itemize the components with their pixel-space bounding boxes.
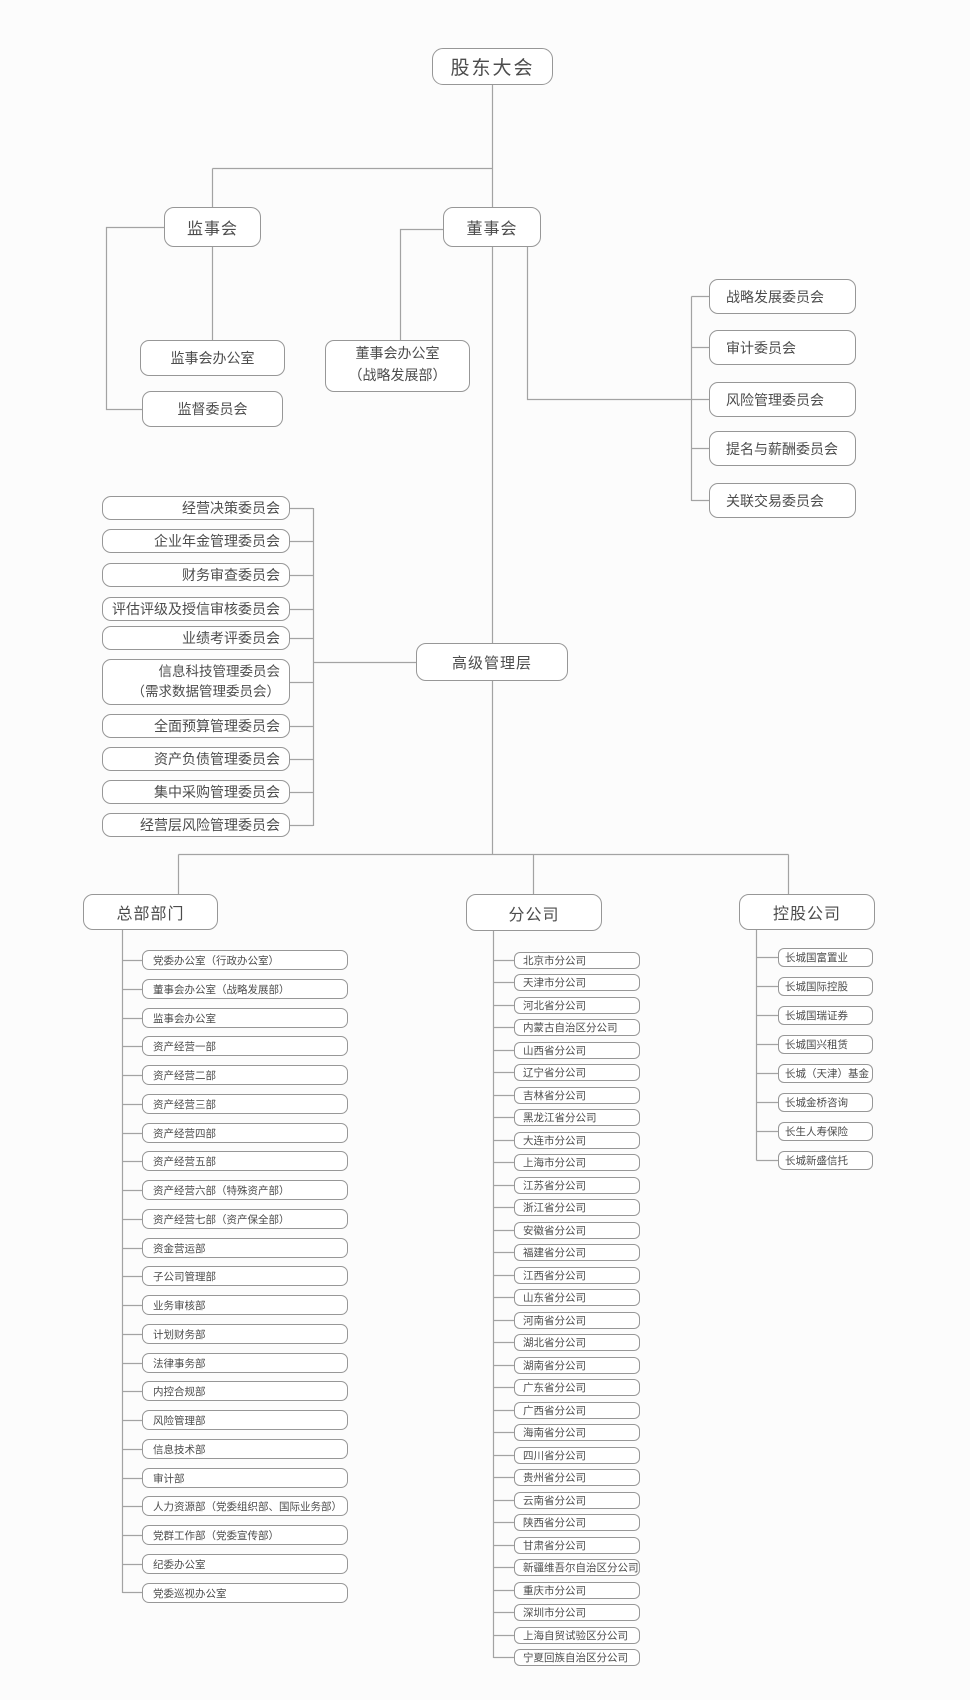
- node-shareholders-meeting: 股东大会: [432, 48, 553, 85]
- branch-node: 浙江省分公司: [514, 1199, 640, 1216]
- branch-node: 江苏省分公司: [514, 1177, 640, 1194]
- committee-node: 战略发展委员会: [709, 279, 856, 314]
- dept-node: 资产经营六部（特殊资产部）: [142, 1180, 348, 1200]
- branch-node: 重庆市分公司: [514, 1582, 640, 1599]
- committee-node: 风险管理委员会: [709, 382, 856, 417]
- dept-node: 计划财务部: [142, 1324, 348, 1344]
- branch-node: 江西省分公司: [514, 1267, 640, 1284]
- branch-node: 海南省分公司: [514, 1424, 640, 1441]
- dept-node: 内控合规部: [142, 1381, 348, 1401]
- node-board-of-directors: 董事会: [443, 207, 541, 247]
- dept-node: 资产经营一部: [142, 1036, 348, 1056]
- branch-node: 新疆维吾尔自治区分公司: [514, 1559, 640, 1576]
- node-holding-companies: 控股公司: [739, 894, 875, 930]
- dept-node: 审计部: [142, 1468, 348, 1488]
- branch-node: 广东省分公司: [514, 1379, 640, 1396]
- committee-line1: 信息科技管理委员会: [158, 663, 281, 680]
- branch-node: 云南省分公司: [514, 1492, 640, 1509]
- committee-node: 信息科技管理委员会 （需求数据管理委员会）: [102, 659, 290, 705]
- branch-node: 上海自贸试验区分公司: [514, 1627, 640, 1644]
- committee-node: 评估评级及授信审核委员会: [102, 597, 290, 621]
- branch-node: 辽宁省分公司: [514, 1064, 640, 1081]
- branch-node: 山西省分公司: [514, 1042, 640, 1059]
- dept-node: 资产经营二部: [142, 1065, 348, 1085]
- holding-node: 长城国际控股: [778, 977, 873, 996]
- holding-node: 长城国富置业: [778, 948, 873, 967]
- branch-node: 福建省分公司: [514, 1244, 640, 1261]
- branch-node: 上海市分公司: [514, 1154, 640, 1171]
- branch-node: 贵州省分公司: [514, 1469, 640, 1486]
- dept-node: 资产经营五部: [142, 1151, 348, 1171]
- dept-node: 党群工作部（党委宣传部）: [142, 1525, 348, 1545]
- dept-node: 党委办公室（行政办公室）: [142, 950, 348, 970]
- holding-node: 长城金桥咨询: [778, 1093, 873, 1112]
- node-board-office: 董事会办公室 （战略发展部）: [325, 340, 470, 392]
- committee-node: 经营决策委员会: [102, 496, 290, 520]
- dept-node: 董事会办公室（战略发展部）: [142, 979, 348, 999]
- committee-node: 财务审查委员会: [102, 563, 290, 587]
- branch-node: 湖南省分公司: [514, 1357, 640, 1374]
- branch-node: 广西省分公司: [514, 1402, 640, 1419]
- dept-node: 风险管理部: [142, 1410, 348, 1430]
- branch-node: 内蒙古自治区分公司: [514, 1019, 640, 1036]
- branch-node: 四川省分公司: [514, 1447, 640, 1464]
- holding-node: 长城国兴租赁: [778, 1035, 873, 1054]
- dept-node: 法律事务部: [142, 1353, 348, 1373]
- node-supervisory-board: 监事会: [164, 207, 261, 247]
- holding-node: 长城（天津）基金: [778, 1064, 873, 1083]
- branch-node: 深圳市分公司: [514, 1604, 640, 1621]
- dept-node: 资金营运部: [142, 1238, 348, 1258]
- branch-node: 天津市分公司: [514, 974, 640, 991]
- committee-node: 集中采购管理委员会: [102, 780, 290, 804]
- node-branch-companies: 分公司: [466, 894, 602, 931]
- committee-node: 关联交易委员会: [709, 483, 856, 518]
- committee-node: 提名与薪酬委员会: [709, 431, 856, 466]
- dept-node: 资产经营三部: [142, 1094, 348, 1114]
- dept-node: 人力资源部（党委组织部、国际业务部）: [142, 1496, 348, 1516]
- branch-node: 湖北省分公司: [514, 1334, 640, 1351]
- branch-node: 黑龙江省分公司: [514, 1109, 640, 1126]
- branch-node: 陕西省分公司: [514, 1514, 640, 1531]
- branch-node: 山东省分公司: [514, 1289, 640, 1306]
- dept-node: 监事会办公室: [142, 1008, 348, 1028]
- dept-node: 资产经营四部: [142, 1123, 348, 1143]
- node-supervision-committee: 监督委员会: [142, 391, 283, 427]
- dept-node: 业务审核部: [142, 1295, 348, 1315]
- committee-node: 企业年金管理委员会: [102, 529, 290, 553]
- committee-line2: （需求数据管理委员会）: [131, 684, 281, 700]
- board-office-line1: 董事会办公室: [355, 346, 440, 363]
- branch-node: 安徽省分公司: [514, 1222, 640, 1239]
- node-senior-management: 高级管理层: [416, 643, 568, 681]
- branch-node: 河北省分公司: [514, 997, 640, 1014]
- branch-node: 甘肃省分公司: [514, 1537, 640, 1554]
- holding-node: 长生人寿保险: [778, 1122, 873, 1141]
- dept-node: 子公司管理部: [142, 1266, 348, 1286]
- committee-node: 经营层风险管理委员会: [102, 813, 290, 837]
- branch-node: 宁夏回族自治区分公司: [514, 1649, 640, 1666]
- holding-node: 长城新盛信托: [778, 1151, 873, 1170]
- branch-node: 吉林省分公司: [514, 1087, 640, 1104]
- branch-node: 河南省分公司: [514, 1312, 640, 1329]
- dept-node: 纪委办公室: [142, 1554, 348, 1574]
- dept-node: 资产经营七部（资产保全部）: [142, 1209, 348, 1229]
- committee-node: 审计委员会: [709, 330, 856, 365]
- node-supervisory-office: 监事会办公室: [140, 340, 285, 376]
- committee-node: 全面预算管理委员会: [102, 714, 290, 738]
- committee-node: 资产负债管理委员会: [102, 747, 290, 771]
- node-hq-departments: 总部部门: [83, 894, 218, 930]
- board-office-line2: （战略发展部）: [348, 368, 447, 384]
- holding-node: 长城国瑞证券: [778, 1006, 873, 1025]
- committee-node: 业绩考评委员会: [102, 626, 290, 650]
- dept-node: 党委巡视办公室: [142, 1583, 348, 1603]
- branch-node: 北京市分公司: [514, 952, 640, 969]
- dept-node: 信息技术部: [142, 1439, 348, 1459]
- branch-node: 大连市分公司: [514, 1132, 640, 1149]
